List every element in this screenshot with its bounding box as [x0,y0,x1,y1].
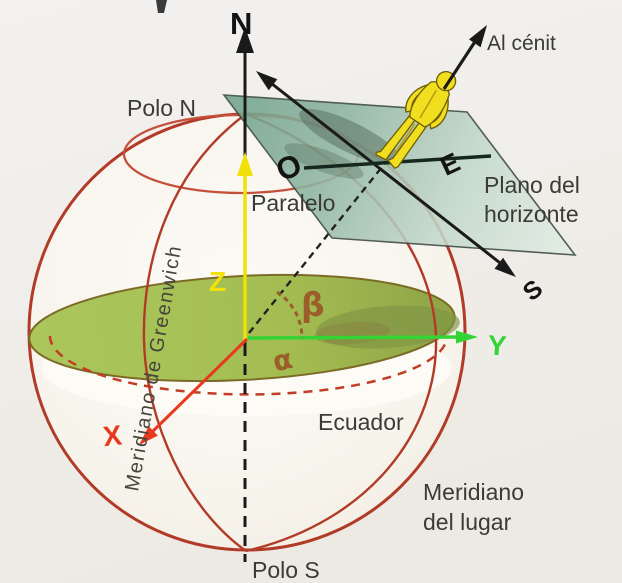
y-axis-arrowhead [456,330,478,344]
label-meridiano: Meridiano [423,479,524,505]
zenith-arrow-line [442,33,482,90]
beta-angle-arc [276,290,304,339]
edge-artifact [156,0,167,13]
label-horizonte: horizonte [484,201,579,227]
label-plano-del: Plano del [484,172,580,198]
label-polo-n: Polo N [127,95,196,121]
ns-arrowhead-north [256,71,278,91]
horizon-plane [222,94,577,256]
observer-shadow [299,108,401,166]
label-beta: β [301,285,325,324]
figure-shade-line-2 [419,89,438,119]
observer-vertical-dashed [248,161,387,334]
label-north: N [230,6,252,41]
label-polo-s: Polo S [252,557,320,583]
x-axis-arrowhead [139,426,158,445]
label-x-axis: X [101,419,123,452]
x-axis-line [148,337,249,436]
equator-dashed-line [48,335,449,396]
label-al-cenit: Al cénit [487,32,556,55]
zenith-arrowhead [469,25,487,48]
figure-shade-line [393,123,416,155]
label-z-axis: Z [209,266,226,297]
north-arrowhead [236,27,254,53]
north-south-line [261,74,510,272]
y-axis-line [247,335,463,340]
label-ecuador: Ecuador [318,409,404,435]
observer-shadow-2 [284,143,364,179]
label-y-axis: Y [487,329,508,361]
label-del-lugar: del lugar [423,509,512,535]
greenwich-meridian-line [142,113,247,552]
ns-arrowhead-south [494,257,516,277]
z-axis-arrowhead [237,152,253,176]
label-paralelo: Paralelo [251,190,335,216]
